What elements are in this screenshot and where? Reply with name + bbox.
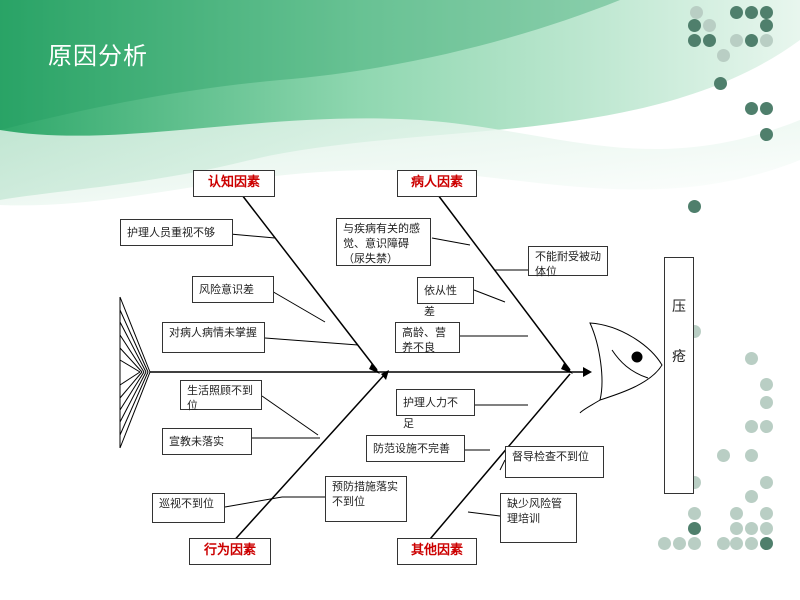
decor-dot [760, 522, 773, 535]
cause-disease-related: 与疾病有关的感觉、意识障碍（尿失禁） [336, 218, 431, 266]
decor-dot [760, 34, 773, 47]
decor-dot [745, 34, 758, 47]
decor-dot [745, 490, 758, 503]
bone-arrowheads [369, 363, 573, 380]
category-patient: 病人因素 [397, 170, 477, 197]
decor-dot [760, 420, 773, 433]
decor-dot [760, 476, 773, 489]
decor-dot [688, 522, 701, 535]
slide-title: 原因分析 [48, 42, 148, 70]
decor-dot [745, 6, 758, 19]
cause-forced-position: 不能耐受被动体位 [528, 246, 608, 278]
decor-dot [690, 6, 703, 19]
decor-dot [730, 522, 743, 535]
decor-dot [673, 537, 686, 550]
decor-dot [745, 449, 758, 462]
decor-dot [745, 537, 758, 550]
decor-dot [760, 396, 773, 409]
cause-old-nutrition: 高龄、营养不良 [395, 322, 460, 354]
cause-supervision: 督导检查不到位 [505, 446, 604, 478]
cause-prevention-measures: 预防措施落实不到位 [325, 476, 407, 522]
decor-dot [730, 537, 743, 550]
cause-risk-awareness: 风险意识差 [192, 276, 274, 303]
decor-dot [688, 537, 701, 550]
minor-bones [224, 233, 528, 517]
decor-dot [760, 128, 773, 141]
cause-turn-untimely: 生活照顾不到位 [180, 380, 262, 412]
decor-dot [730, 34, 743, 47]
fish-head [579, 322, 663, 414]
decor-dot [760, 19, 773, 32]
decor-dot [730, 507, 743, 520]
decor-dot [717, 49, 730, 62]
category-behavior: 行为因素 [189, 538, 271, 565]
decor-dot [688, 19, 701, 32]
category-cognition: 认知因素 [193, 170, 275, 197]
decor-dot [688, 34, 701, 47]
decor-dot [745, 522, 758, 535]
effect-char-1: 压 [672, 299, 686, 315]
cause-nurse-neglect: 护理人员重视不够 [120, 219, 233, 246]
cause-patrol: 巡视不到位 [152, 493, 225, 523]
decor-dot [703, 34, 716, 47]
cause-staff-shortage: 护理人力不足 [396, 389, 475, 430]
cause-facilities: 防范设施不完善 [366, 435, 465, 462]
category-other: 其他因素 [397, 538, 477, 565]
decor-dot [760, 378, 773, 391]
decor-dot [760, 537, 773, 550]
decor-dot [745, 420, 758, 433]
decor-dot [714, 77, 727, 90]
decor-dot [745, 102, 758, 115]
cause-education: 宣教未落实 [162, 428, 252, 455]
spine-arrowhead [583, 367, 592, 377]
decor-dot [745, 352, 758, 365]
fish-tail [119, 296, 151, 449]
cause-compliance: 依从性差 [417, 277, 474, 318]
decor-dot [760, 507, 773, 520]
decor-dot [760, 6, 773, 19]
major-bones [229, 194, 571, 546]
decor-dot [760, 102, 773, 115]
decor-dot [688, 200, 701, 213]
decor-dot [688, 507, 701, 520]
decor-dot [658, 537, 671, 550]
decor-dot [717, 537, 730, 550]
decor-dot [703, 19, 716, 32]
cause-risk-training: 缺少风险管理培训 [500, 493, 577, 543]
cause-disease-mastery: 对病人病情未掌握 [162, 322, 265, 353]
effect-box: 压 疮 [664, 257, 694, 494]
decor-dot [717, 449, 730, 462]
decor-dot [730, 6, 743, 19]
effect-char-2: 疮 [672, 349, 686, 365]
